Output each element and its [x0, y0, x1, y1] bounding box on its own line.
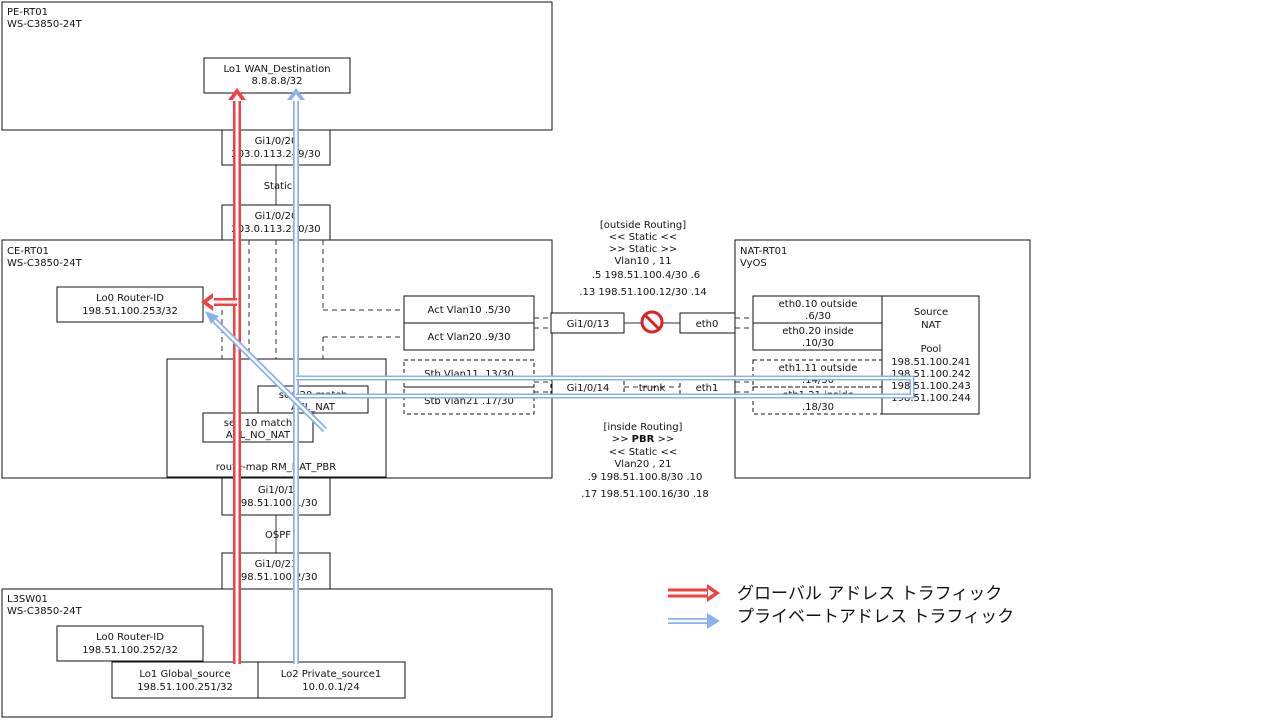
nat-rt01-name: NAT-RT01 [740, 246, 787, 257]
l3-gi-ip: 198.51.100.2/30 [235, 572, 318, 583]
ce-gi-down-name: Gi1/0/1 [258, 485, 294, 496]
private-traffic-path [205, 88, 915, 664]
outside-routing-title: [outside Routing] [600, 220, 686, 231]
pe-gi-ip: 203.0.113.249/30 [231, 149, 320, 160]
pe-gi-name: Gi1/0/20 [255, 136, 298, 147]
ce-gi-up-ip: 203.0.113.250/30 [231, 224, 320, 235]
act-vlan20-box [403, 322, 535, 351]
nat-eth0-label: eth0 [696, 319, 719, 330]
static-label: Static [264, 181, 293, 192]
legend: グローバル アドレス トラフィック プライベートアドレス トラフィック [668, 584, 1014, 629]
source-nat-title2: NAT [921, 320, 942, 331]
ce-gi-up-name: Gi1/0/20 [255, 211, 298, 222]
route-map-name: route-map RM_NAT_PBR [216, 462, 337, 473]
legend-private-label: プライベートアドレス トラフィック [737, 607, 1014, 627]
ce-gi-down-ip: 198.51.100.1/30 [235, 498, 318, 509]
outside-routing-l3: Vlan10 , 11 [614, 256, 671, 267]
seq10-line1: seq 10 match [224, 418, 292, 429]
legend-global-label: グローバル アドレス トラフィック [737, 584, 1002, 604]
pool-ip-2: 198.51.100.242 [891, 369, 971, 380]
stb-vlan21-label: Stb Vlan21 .17/30 [424, 396, 514, 407]
eth010-name: eth0.10 outside [779, 299, 858, 310]
inside-routing-l1: >> PBR >> [612, 434, 675, 445]
act-vlan20-label: Act Vlan20 .9/30 [428, 332, 511, 343]
l3-lo2-name: Lo2 Private_source1 [281, 669, 382, 680]
inside-routing-title: [inside Routing] [604, 422, 683, 433]
l3-lo2-box [257, 661, 406, 699]
ospf-label: OSPF [265, 530, 291, 541]
outside-routing-l1: << Static << [609, 232, 677, 243]
outside-routing-l2: >> Static >> [609, 244, 677, 255]
eth010-box [752, 295, 883, 324]
eth020-ip: .10/30 [802, 338, 834, 349]
stb-vlan11-label: Stb Vlan11 .13/30 [424, 369, 514, 380]
outside-routing-r1: .5 198.51.100.4/30 .6 [592, 270, 700, 281]
l3-lo1-name: Lo1 Global_source [139, 669, 230, 680]
pe-lo1-box [203, 57, 351, 94]
source-nat-title1: Source [914, 307, 948, 318]
inside-routing-l3: Vlan20 , 21 [614, 459, 671, 470]
ce-rt01-model: WS-C3850-24T [7, 258, 83, 269]
gi13-label: Gi1/0/13 [567, 319, 610, 330]
l3-lo1-box [111, 661, 259, 699]
inside-routing-r1: .9 198.51.100.8/30 .10 [588, 472, 703, 483]
l3sw01-model: WS-C3850-24T [7, 606, 83, 617]
inside-routing-r2: .17 198.51.100.16/30 .18 [581, 489, 708, 500]
pool-ip-1: 198.51.100.241 [891, 357, 971, 368]
inside-routing-l2: << Static << [609, 447, 677, 458]
l3-gi-name: Gi1/0/23 [255, 559, 298, 570]
ce-lo0-box [56, 286, 204, 323]
act-vlan10-label: Act Vlan10 .5/30 [428, 305, 511, 316]
ce-lo0-ip: 198.51.100.253/32 [82, 306, 178, 317]
eth111-name: eth1.11 outside [779, 363, 858, 374]
blocked-icon-slash [643, 313, 661, 331]
pe-lo1-name: Lo1 WAN_Destination [223, 64, 330, 75]
ce-lo0-name: Lo0 Router-ID [96, 293, 164, 304]
nat-rt01-model: VyOS [740, 258, 767, 269]
seq10-line2: ACL_NO_NAT [226, 430, 291, 441]
source-nat-pool-label: Pool [921, 344, 942, 355]
eth121-ip: .18/30 [802, 402, 834, 413]
seq20-line2: ACL_NAT [291, 402, 336, 413]
eth020-box [752, 322, 883, 351]
pool-ip-4: 198.51.100.244 [891, 393, 971, 404]
eth010-ip: .6/30 [805, 311, 831, 322]
l3-lo2-ip: 10.0.0.1/24 [302, 682, 359, 693]
global-traffic-path [201, 88, 246, 664]
pool-ip-3: 198.51.100.243 [891, 381, 971, 392]
l3sw01-name: L3SW01 [7, 594, 48, 605]
l3-lo0-name: Lo0 Router-ID [96, 632, 164, 643]
l3-lo0-ip: 198.51.100.252/32 [82, 645, 178, 656]
eth020-name: eth0.20 inside [782, 326, 853, 337]
l3-lo1-ip: 198.51.100.251/32 [137, 682, 233, 693]
outside-routing-r2: .13 198.51.100.12/30 .14 [579, 287, 706, 298]
pe-lo1-ip: 8.8.8.8/32 [251, 76, 302, 87]
act-vlan10-box [403, 295, 535, 324]
ce-rt01-name: CE-RT01 [7, 246, 49, 257]
l3-lo0-box [56, 625, 204, 662]
nat-eth0-box [679, 312, 736, 334]
stb-vlan11-box [403, 359, 535, 388]
pe-rt01-name: PE-RT01 [7, 7, 48, 18]
pe-rt01-model: WS-C3850-24T [7, 19, 83, 30]
